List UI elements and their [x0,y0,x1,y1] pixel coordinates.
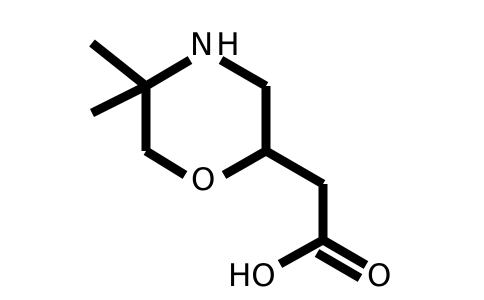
bond-methyl-up [89,39,149,90]
atom-label-o-ring: O [191,162,215,198]
atom-label-o-carbonyl: O [367,258,391,294]
bond-c2-o [221,147,269,179]
bond-c5-n [143,56,193,90]
bond-n-ch2 [218,56,269,90]
bond-methyl-down [89,81,149,118]
bond-c2-ch2 [263,147,326,188]
atom-label-oh: HO [228,258,276,294]
bond-c-o-double-1 [320,236,369,269]
atom-label-nh: N H [190,27,240,63]
bond-o-ch2 [143,147,188,179]
bond-c-o-double-2 [314,249,363,282]
bond-c-oh [277,236,326,268]
